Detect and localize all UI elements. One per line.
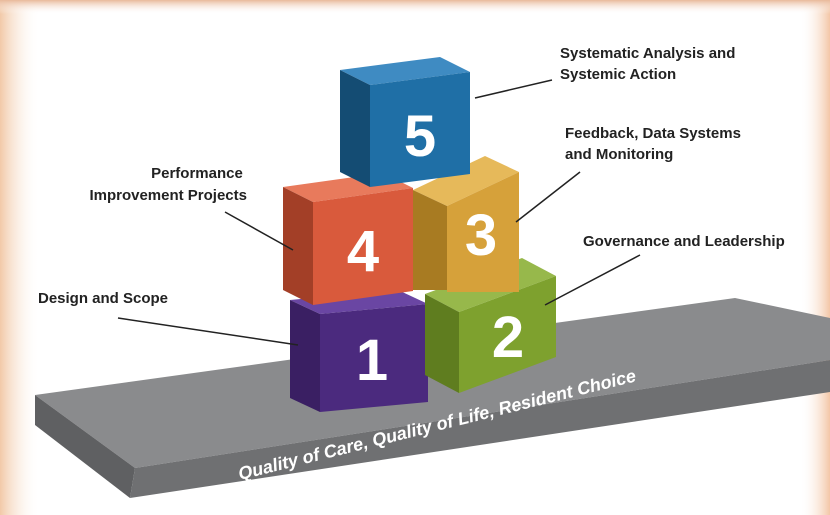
label-block-4: Performance Improvement Projects [89, 165, 247, 204]
label-block-2: Governance and Leadership [583, 233, 785, 250]
base-platform [35, 298, 830, 498]
leader-line-4 [224, 211, 294, 251]
label-block-5: Systematic Analysis and Systemic Action [560, 45, 740, 83]
background-right-glow [800, 0, 830, 515]
label-block-5-line-1: Systematic Analysis and [560, 45, 735, 62]
block-2-number: 2 [492, 305, 524, 370]
block-1 [290, 290, 428, 412]
leader-line-2 [544, 254, 641, 306]
label-block-5-line-2: Systemic Action [560, 66, 676, 83]
block-5-number: 5 [404, 104, 436, 169]
label-block-3: Feedback, Data Systems and Monitoring [565, 125, 745, 163]
leader-line-3 [515, 171, 581, 223]
background-top-glow [0, 0, 830, 14]
block-2 [425, 258, 556, 393]
background-left-glow [0, 0, 40, 515]
label-block-1: Design and Scope [38, 290, 168, 307]
leader-line-5 [474, 79, 553, 99]
leader-lines [117, 79, 641, 346]
label-block-4-line-2: Improvement Projects [89, 187, 247, 204]
block-4-number: 4 [347, 219, 379, 284]
label-block-4-line-1: Performance [151, 165, 243, 182]
leader-line-1 [117, 317, 299, 346]
block-1-number: 1 [356, 328, 388, 393]
block-3-number: 3 [465, 203, 497, 268]
block-4 [283, 173, 413, 305]
block-5 [340, 57, 470, 187]
block-3 [413, 156, 519, 292]
label-block-3-line-2: and Monitoring [565, 146, 673, 163]
label-block-3-line-1: Feedback, Data Systems [565, 125, 741, 142]
